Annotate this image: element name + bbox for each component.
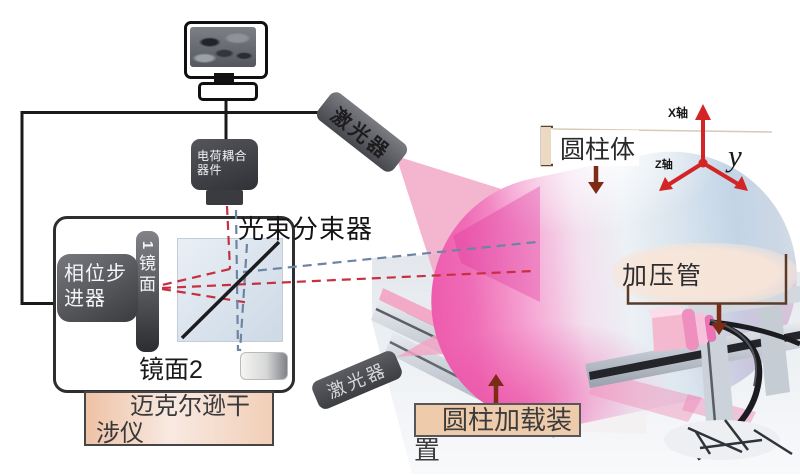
beam-splitter-cube — [177, 238, 283, 342]
monitor-neck — [214, 73, 234, 83]
mirror-1: 1 镜 面 — [136, 231, 159, 352]
laser-top: 激光器 — [313, 89, 411, 175]
michelson-label-box: 迈克尔逊干涉仪 — [84, 391, 274, 447]
floor-patch — [664, 420, 780, 460]
mirror-2-label: 镜面2 — [139, 356, 203, 384]
phase-stepper: 相位步进器 — [57, 254, 138, 322]
x-axis-label: X轴 — [668, 106, 689, 120]
laser-top-label: 激光器 — [326, 104, 395, 164]
cylinder-label-strip — [541, 127, 551, 165]
mirror-2 — [240, 352, 288, 380]
y-axis-label: y — [728, 138, 742, 173]
monitor-base — [198, 82, 258, 101]
ccd-camera: 电荷耦合器件 — [191, 139, 258, 190]
mirror-1-label-char: 面 — [139, 275, 156, 294]
mirror-1-label-char: 镜 — [139, 254, 156, 273]
laser-bottom-label: 激光器 — [324, 359, 391, 403]
loading-device-label: 圆柱加载装置 — [414, 405, 573, 465]
interferogram-screen — [190, 27, 256, 67]
mirror-1-label-char: 1 — [139, 240, 157, 250]
debris-marks — [687, 419, 793, 456]
ccd-lens — [206, 190, 243, 205]
monitor — [184, 21, 268, 79]
beam-splitter-label: 光束分束器 — [238, 214, 374, 244]
z-axis-label: Z轴 — [655, 159, 673, 171]
laser-bottom: 激光器 — [309, 348, 405, 412]
cylinder-label: 圆柱体 — [556, 130, 640, 166]
pressure-tube-label: 加压管 — [622, 262, 704, 290]
